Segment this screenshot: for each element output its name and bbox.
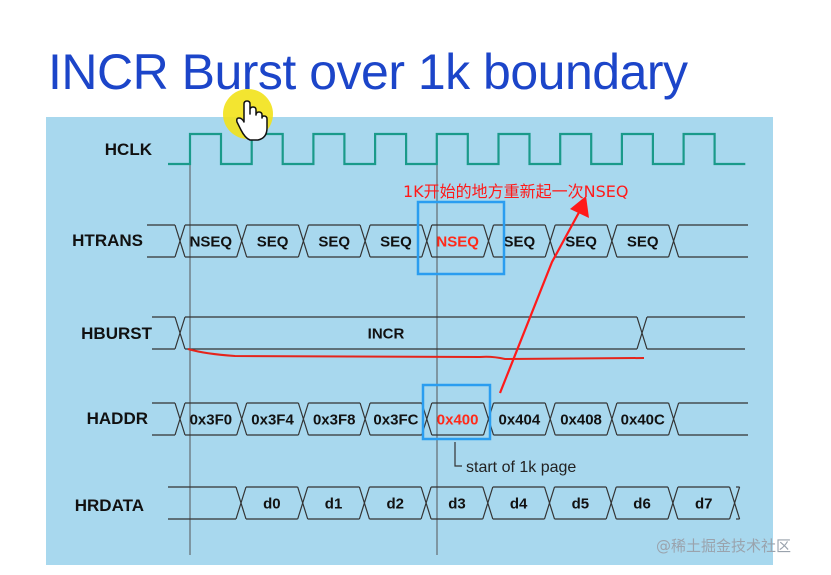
signal-label-hrdata: HRDATA: [75, 496, 144, 515]
timing-panel: [46, 117, 773, 565]
hrdata-value-4: d4: [510, 496, 528, 513]
signal-label-hclk: HCLK: [105, 140, 153, 159]
haddr-value-2: 0x3F8: [313, 412, 356, 429]
htrans-value-2: SEQ: [318, 234, 350, 251]
hrdata-value-0: d0: [263, 496, 281, 513]
boundary-annotation: 1K开始的地方重新起一次NSEQ: [403, 182, 629, 201]
haddr-value-6: 0x408: [560, 412, 602, 429]
hrdata-value-5: d5: [572, 496, 590, 513]
signal-label-htrans: HTRANS: [72, 231, 143, 250]
htrans-value-5: SEQ: [504, 234, 536, 251]
htrans-value-0: NSEQ: [190, 234, 233, 251]
htrans-value-7: SEQ: [627, 234, 659, 251]
haddr-bus: 0x3F0 0x3F4 0x3F8 0x3FC 0x400 0x404 0x408 0x40C: [152, 402, 748, 436]
htrans-value-3: SEQ: [380, 234, 412, 251]
haddr-value-5: 0x404: [498, 412, 540, 429]
slide-title: INCR Burst over 1k boundary: [48, 44, 688, 100]
annotation-arrowhead: [570, 196, 589, 218]
haddr-value-4: 0x400: [437, 412, 479, 429]
htrans-value-1: SEQ: [257, 234, 289, 251]
hburst-underline: [187, 348, 645, 361]
watermark: @稀土掘金技术社区: [656, 537, 791, 555]
page-note-leader: [454, 442, 462, 467]
hburst-bus: INCR: [152, 316, 745, 350]
hrdata-value-2: d2: [386, 496, 404, 513]
signal-label-hburst: HBURST: [81, 324, 152, 343]
haddr-value-1: 0x3F4: [251, 412, 294, 429]
cursor-highlight: [223, 89, 273, 141]
hburst-value: INCR: [368, 326, 405, 343]
htrans-bus: NSEQ SEQ SEQ SEQ NSEQ SEQ SEQ SEQ: [147, 224, 748, 258]
haddr-value-7: 0x40C: [621, 412, 665, 429]
htrans-value-4: NSEQ: [436, 234, 479, 251]
annotation-arrow: [498, 204, 584, 394]
page-note: start of 1k page: [466, 459, 576, 476]
hand-pointer-icon: [236, 100, 268, 141]
htrans-value-6: SEQ: [565, 234, 597, 251]
hrdata-value-1: d1: [325, 496, 343, 513]
hrdata-value-7: d7: [695, 496, 713, 513]
htrans-nseq-highlight-box: [416, 200, 506, 276]
haddr-value-3: 0x3FC: [373, 412, 418, 429]
hrdata-bus: d0 d1 d2 d3 d4 d5 d6 d7: [168, 486, 741, 520]
hrdata-value-3: d3: [448, 496, 466, 513]
signal-label-haddr: HADDR: [87, 409, 148, 428]
haddr-0x400-highlight-box: [421, 383, 492, 441]
hrdata-value-6: d6: [633, 496, 651, 513]
haddr-value-0: 0x3F0: [190, 412, 233, 429]
